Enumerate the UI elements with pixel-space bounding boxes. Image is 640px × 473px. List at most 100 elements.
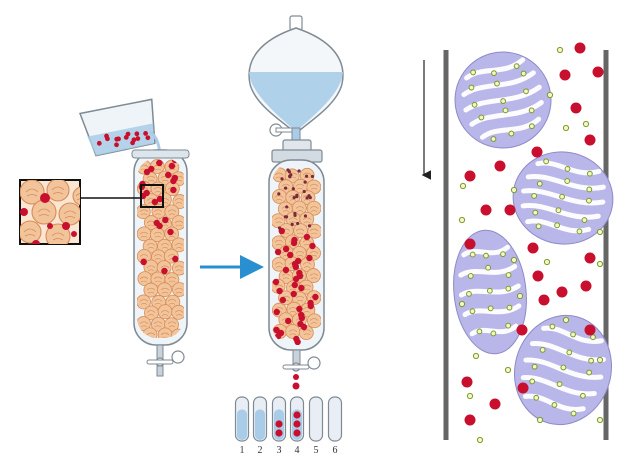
large-molecule: [272, 278, 280, 286]
large-molecule: [275, 429, 283, 437]
small-molecule: [596, 356, 604, 364]
large-molecule: [559, 69, 571, 81]
large-molecule: [172, 255, 179, 263]
gel-bead: [171, 237, 184, 253]
large-molecule: [293, 411, 301, 419]
small-molecule: [556, 46, 564, 54]
large-molecule: [105, 136, 110, 142]
small-molecule: [551, 402, 558, 408]
small-molecule: [303, 214, 308, 218]
gel-bead: [299, 211, 315, 227]
large-molecule: [293, 420, 301, 428]
eluting-drop: [293, 374, 299, 380]
small-molecule: [287, 170, 292, 174]
large-molecule: [464, 170, 476, 182]
large-molecule: [32, 240, 40, 244]
large-molecule: [275, 332, 282, 340]
large-molecule: [20, 208, 28, 216]
collection-tube: 2: [252, 396, 268, 456]
gel-pore-channel: [461, 244, 511, 258]
large-molecule: [480, 204, 492, 216]
small-molecule: [543, 158, 550, 165]
large-molecule: [143, 130, 148, 136]
large-molecule: [125, 131, 131, 137]
small-molecule: [520, 70, 527, 77]
small-molecule: [478, 114, 485, 121]
funnel-stopcock-icon: [269, 123, 293, 137]
gel-bead: [164, 204, 180, 220]
gel-pore-channel: [479, 116, 542, 140]
large-molecule: [298, 314, 306, 322]
stopcock-icon: [282, 356, 321, 372]
large-molecule: [464, 238, 476, 250]
large-molecule: [592, 66, 604, 78]
small-molecule: [486, 287, 493, 294]
small-molecule: [586, 170, 593, 177]
gel-bead: [157, 304, 173, 320]
large-molecule: [282, 245, 290, 253]
small-molecule: [554, 222, 560, 229]
large-molecule: [464, 414, 476, 426]
large-molecule: [47, 223, 53, 229]
gel-bead: [307, 313, 321, 329]
small-molecule: [516, 292, 524, 300]
eluting-drop: [292, 382, 300, 390]
large-molecule: [293, 429, 301, 437]
small-molecule: [564, 166, 571, 172]
small-molecule: [500, 251, 506, 258]
gel-bead: [20, 180, 45, 205]
gel-bead: [72, 186, 80, 206]
gel-bead: [164, 272, 180, 288]
large-molecule: [494, 160, 506, 172]
collection-tube: 1: [234, 396, 250, 456]
gel-bead: [171, 260, 184, 276]
large-molecule: [517, 382, 529, 394]
large-molecule: [276, 287, 283, 295]
small-molecule: [543, 258, 551, 266]
small-molecule: [280, 177, 284, 181]
pouring-beaker: [78, 98, 162, 161]
small-molecule: [469, 251, 476, 258]
large-molecule: [292, 275, 300, 283]
small-molecule: [305, 196, 309, 200]
small-molecule: [458, 216, 466, 224]
small-molecule: [570, 410, 577, 417]
large-molecule: [279, 296, 287, 304]
small-molecule: [535, 223, 542, 230]
large-molecule: [275, 420, 283, 428]
column-1: [131, 149, 190, 377]
large-molecule: [570, 102, 582, 114]
small-molecule: [458, 300, 466, 308]
gel-pore-channel: [520, 375, 597, 397]
large-molecule: [168, 162, 176, 170]
small-molecule: [586, 369, 593, 376]
large-molecule: [40, 193, 50, 203]
gel-pore-channel: [529, 341, 606, 363]
small-molecule: [295, 194, 299, 199]
tube-number-label: 6: [333, 445, 338, 456]
small-molecule: [285, 205, 289, 209]
collection-tube: 6: [327, 396, 343, 456]
large-molecule: [140, 258, 147, 266]
gel-bead: [137, 226, 152, 242]
large-molecule: [156, 195, 164, 203]
tube-number-label: 5: [314, 445, 319, 456]
small-molecule: [588, 357, 595, 364]
small-molecule: [556, 381, 563, 388]
small-molecule: [570, 331, 576, 338]
small-molecule: [303, 180, 307, 184]
small-molecule: [581, 217, 588, 223]
separatory-funnel: [248, 15, 344, 163]
small-molecule: [531, 363, 538, 370]
small-molecule: [467, 273, 474, 279]
large-molecule: [274, 248, 282, 256]
large-molecule: [156, 159, 163, 167]
small-molecule: [513, 63, 520, 70]
small-molecule: [310, 174, 314, 179]
porous-gel-bead: [453, 229, 527, 355]
large-molecule: [62, 222, 70, 230]
small-molecule: [290, 222, 294, 226]
small-molecule: [510, 256, 518, 264]
small-molecule: [304, 174, 309, 178]
